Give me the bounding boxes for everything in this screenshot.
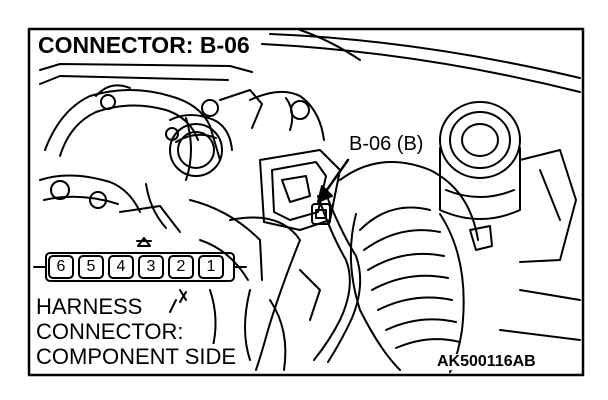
harness-label-line: HARNESS [34, 294, 145, 319]
pin-label: 6 [56, 258, 66, 275]
pin-label: 1 [206, 258, 216, 275]
pin-label: 5 [86, 258, 96, 275]
pin-label: 2 [176, 258, 186, 275]
pin-label: 4 [116, 258, 126, 275]
connector-title: CONNECTOR: B-06 [36, 32, 252, 58]
harness-label-line: CONNECTOR: [34, 319, 186, 344]
harness-label-line: COMPONENT SIDE [34, 344, 239, 369]
connector-callout-label: B-06 (B) [348, 133, 425, 155]
figure-frame [27, 27, 585, 377]
figure-code: AK500116AB [435, 353, 538, 370]
pin-label: 3 [146, 258, 156, 275]
connector-pin-outlines [48, 255, 224, 279]
harness-connector [33, 237, 247, 282]
harness-connector-label: HARNESS CONNECTOR: COMPONENT SIDE [34, 294, 239, 369]
